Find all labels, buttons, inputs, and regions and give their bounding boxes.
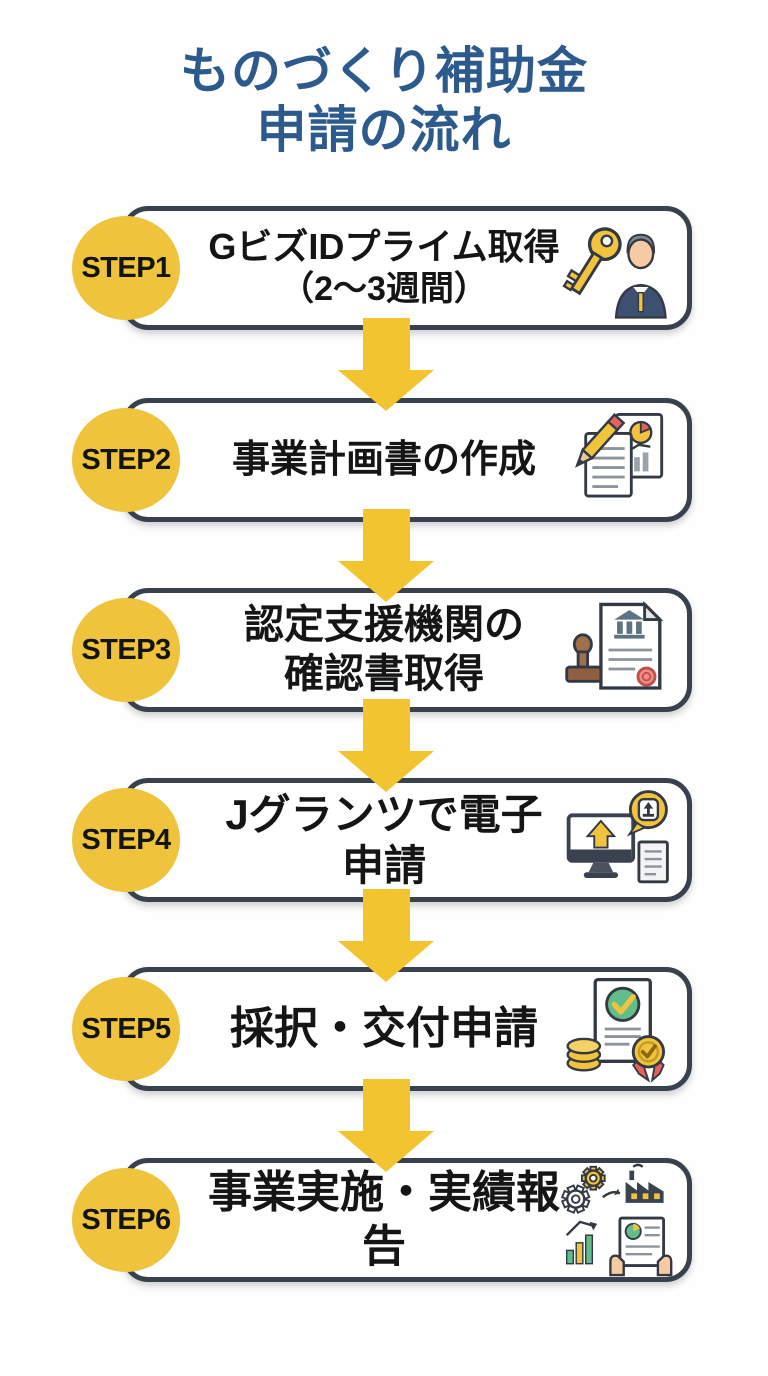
step-label-line: Jグランツで電子申請 — [225, 790, 543, 889]
flow-down-arrow-icon — [338, 318, 434, 411]
step-card: 事業計画書の作成 — [122, 398, 692, 522]
step-label-line: GビズIDプライム取得 — [208, 226, 560, 268]
step-badge-label: STEP6 — [81, 1203, 171, 1236]
step-badge-label: STEP1 — [81, 251, 171, 284]
approved-document-coins-medal-icon — [566, 977, 666, 1083]
page-title-line-1: ものづくり補助金 — [180, 43, 588, 99]
certificate-and-stamp-icon — [565, 600, 664, 690]
step-label: 認定支援機関の 確認書取得 — [205, 593, 563, 707]
arrow-stem — [362, 699, 410, 751]
flow-down-arrow-icon — [338, 509, 434, 602]
arrow-head — [338, 561, 434, 602]
step-label: GビズIDプライム取得 （2〜3週間） — [205, 211, 563, 325]
flow-down-arrow-icon — [338, 1079, 434, 1172]
arrow-stem — [362, 318, 410, 370]
flow-down-arrow-icon — [338, 889, 434, 982]
arrow-stem — [362, 889, 410, 941]
step-label: Jグランツで電子申請 — [205, 783, 563, 897]
step-card: Jグランツで電子申請 — [122, 778, 692, 902]
step-label-line: 認定支援機関の — [244, 603, 524, 648]
step-badge: STEP6 — [72, 1168, 180, 1272]
arrow-head — [338, 1131, 434, 1172]
step-label-line: 確認書取得 — [284, 652, 484, 696]
step-card: 事業実施・実績報告 — [122, 1158, 692, 1282]
key-and-businessman-icon — [562, 227, 667, 319]
step-badge: STEP1 — [72, 216, 180, 320]
step-badge: STEP5 — [72, 977, 180, 1081]
page-title-line-2: 申請の流れ — [256, 102, 512, 158]
arrow-stem — [362, 1079, 410, 1131]
flow-down-arrow-icon — [338, 699, 434, 792]
step-label: 事業実施・実績報告 — [205, 1163, 563, 1277]
arrow-head — [338, 941, 434, 982]
step-card: 認定支援機関の 確認書取得 — [122, 588, 692, 712]
step-label-line: 事業計画書の作成 — [231, 438, 536, 481]
step-badge: STEP3 — [72, 598, 180, 702]
gears-factory-report-icon — [561, 1163, 673, 1277]
page-title: ものづくり補助金 申請の流れ — [0, 42, 768, 160]
monitor-upload-document-icon — [566, 790, 669, 884]
pencil-and-documents-icon — [575, 412, 664, 498]
step-label-line: （2〜3週間） — [280, 270, 488, 309]
step-label-line: 採択・交付申請 — [230, 1004, 538, 1054]
step-card: GビズIDプライム取得 （2〜3週間） — [122, 206, 692, 330]
step-badge-label: STEP4 — [81, 823, 171, 856]
arrow-stem — [362, 509, 410, 561]
step-label: 採択・交付申請 — [205, 972, 563, 1086]
step-badge: STEP4 — [72, 788, 180, 892]
step-badge-label: STEP3 — [81, 633, 171, 666]
step-card: 採択・交付申請 — [122, 967, 692, 1091]
arrow-head — [338, 751, 434, 792]
step-badge-label: STEP2 — [81, 443, 171, 476]
step-badge: STEP2 — [72, 408, 180, 512]
step-label: 事業計画書の作成 — [205, 403, 563, 517]
step-label-line: 事業実施・実績報告 — [208, 1168, 560, 1271]
step-badge-label: STEP5 — [81, 1012, 171, 1045]
arrow-head — [338, 370, 434, 411]
